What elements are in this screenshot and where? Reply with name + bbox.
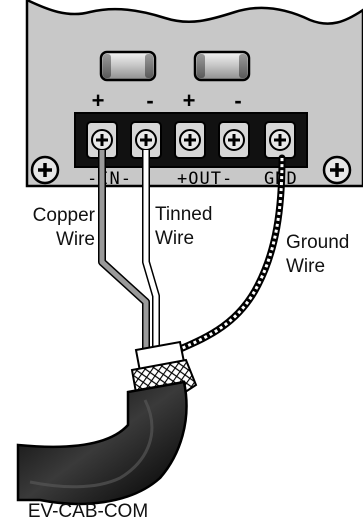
copper-wire-label-line2: Wire bbox=[56, 229, 95, 250]
part-number: EV-CAB-COM bbox=[28, 501, 148, 522]
polarity-mark: - bbox=[146, 88, 153, 113]
cable-jacket bbox=[16, 380, 188, 506]
fuse-right bbox=[193, 50, 251, 82]
terminal-screw bbox=[86, 121, 118, 159]
terminal-screw bbox=[174, 121, 206, 159]
mounting-screw-right bbox=[322, 155, 352, 185]
polarity-mark: + bbox=[92, 88, 105, 113]
tinned-wire-label-line2: Wire bbox=[155, 228, 194, 249]
copper-wire-label-line1: Copper bbox=[33, 205, 96, 226]
fuse-left bbox=[99, 50, 157, 82]
terminal-screw bbox=[218, 121, 250, 159]
ground-wire-label-line2: Wire bbox=[286, 256, 325, 277]
polarity-mark: - bbox=[234, 88, 241, 113]
tinned-wire-label-line1: Tinned bbox=[155, 204, 212, 225]
terminal-screw bbox=[130, 121, 162, 159]
terminal-label-in: -IN- bbox=[87, 169, 132, 189]
mounting-screw-left bbox=[30, 155, 60, 185]
terminal-label-out: +OUT- bbox=[177, 169, 233, 189]
polarity-mark: + bbox=[183, 88, 196, 113]
terminal-screw bbox=[264, 121, 296, 159]
ground-wire-label-line1: Ground bbox=[286, 232, 349, 253]
